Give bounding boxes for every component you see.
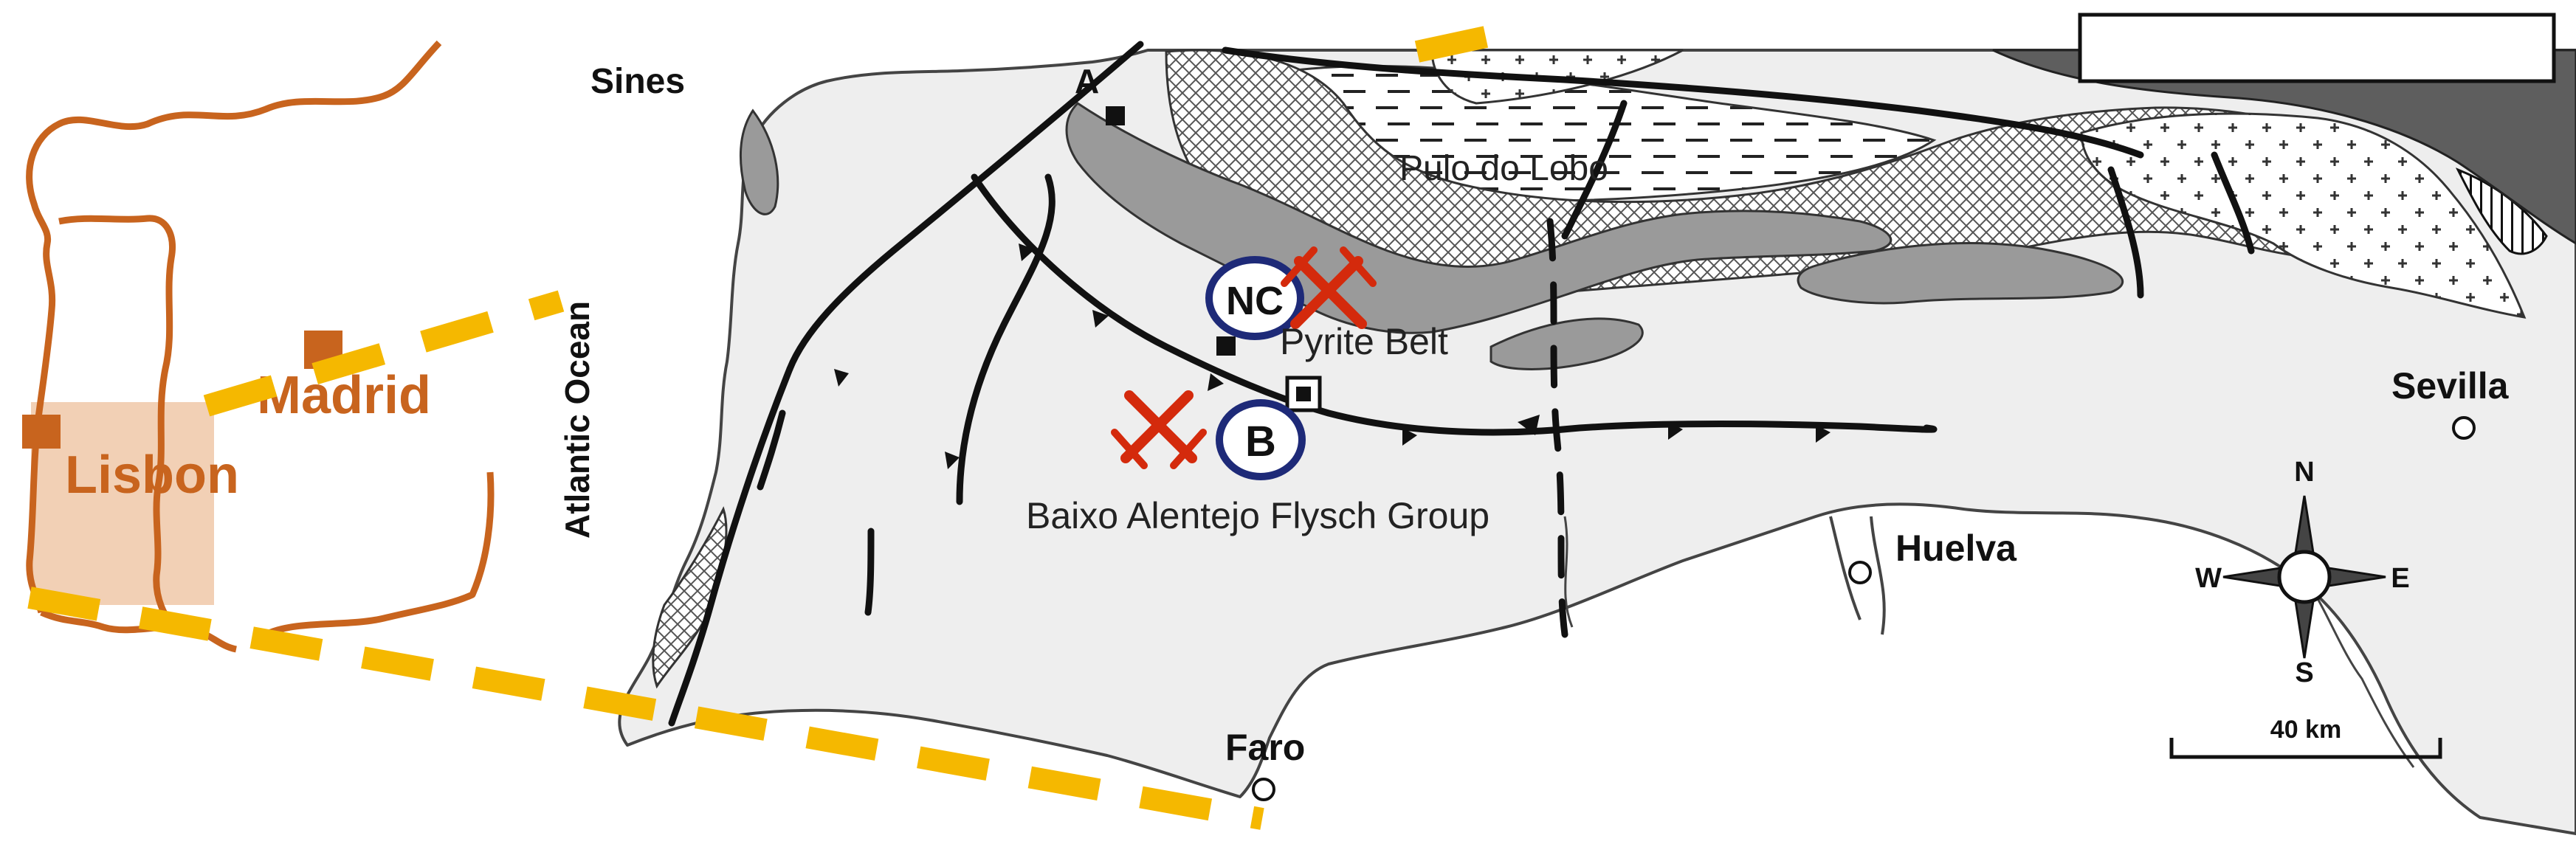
west-fault-3 (956, 173, 1055, 505)
volcanic-lens-2 (1797, 242, 2124, 305)
lisbon-marker (22, 415, 61, 449)
pyrite-belt-label: Pyrite Belt (1280, 321, 1448, 362)
atlantic-ocean-label: Atlantic Ocean (558, 301, 596, 539)
fault-north-3 (2107, 166, 2144, 299)
sevilla-label: Sevilla (2391, 365, 2510, 407)
huelva-town-marker (1848, 561, 1872, 584)
zoom-indicator-lines (27, 20, 1516, 830)
pulo-do-lobo-label: Pulo do Lobo (1399, 149, 1608, 188)
faro-town-marker (1252, 778, 1275, 801)
guadiana-river (1563, 516, 1574, 628)
guadalquivir-marsh (2301, 575, 2415, 768)
mine-hammer-icon (1281, 246, 1377, 329)
compass-e: E (2391, 563, 2409, 594)
geological-map: NC B N S E W 40 km Sines A (558, 13, 2576, 835)
thrust-teeth (834, 243, 1831, 469)
lisbon-label: Lisbon (65, 446, 239, 505)
compass-w: W (2195, 563, 2222, 594)
iberia-inset: Madrid Lisbon (22, 40, 495, 653)
scale-label: 40 km (2270, 716, 2341, 744)
fault-north-2 (1561, 100, 1628, 240)
huelva-label: Huelva (1895, 528, 2017, 569)
compass-rose-icon (2222, 495, 2386, 659)
west-fault-5 (864, 528, 875, 616)
faults (668, 41, 2255, 727)
west-fault-4 (757, 409, 786, 491)
zoom-line-top (1414, 20, 1516, 63)
legend-box (2078, 13, 2556, 83)
portugal-spain-border (58, 215, 180, 634)
scale-bar (2169, 738, 2442, 759)
mine-hammer-icon (1111, 390, 1207, 469)
fault-north-4 (2211, 151, 2255, 255)
west-fault-2 (668, 365, 793, 727)
zoom-line-lower (27, 587, 1264, 830)
mine-a-marker (1106, 106, 1125, 125)
site-nc-circle (1205, 256, 1304, 340)
lisbon-area-highlight (31, 402, 214, 605)
sevilla-town-marker (2452, 416, 2476, 440)
baixo-alentejo-label: Baixo Alentejo Flysch Group (1026, 495, 1490, 536)
site-b-circle (1216, 399, 1306, 480)
faro-label: Faro (1225, 727, 1305, 768)
huelva-estuary (1829, 516, 1886, 635)
main-thrust-fault (971, 173, 1938, 436)
volcanic-lens-west (740, 108, 779, 215)
zoom-line-upper (203, 290, 565, 417)
site-nc-label: NC (1226, 279, 1284, 323)
northeast-fault (1222, 46, 2144, 159)
compass-n: N (2294, 457, 2314, 488)
site-b-marker-inner (1296, 387, 1311, 401)
compass-s: S (2295, 657, 2313, 688)
granite-cross-unit (2080, 112, 2527, 319)
site-nc-marker (1216, 336, 1236, 356)
west-fault-1 (786, 41, 1144, 373)
dashed-fault (1546, 218, 1568, 638)
site-a-label: A (1075, 62, 1099, 100)
site-b-label: B (1245, 418, 1276, 466)
sines-label: Sines (590, 62, 685, 101)
